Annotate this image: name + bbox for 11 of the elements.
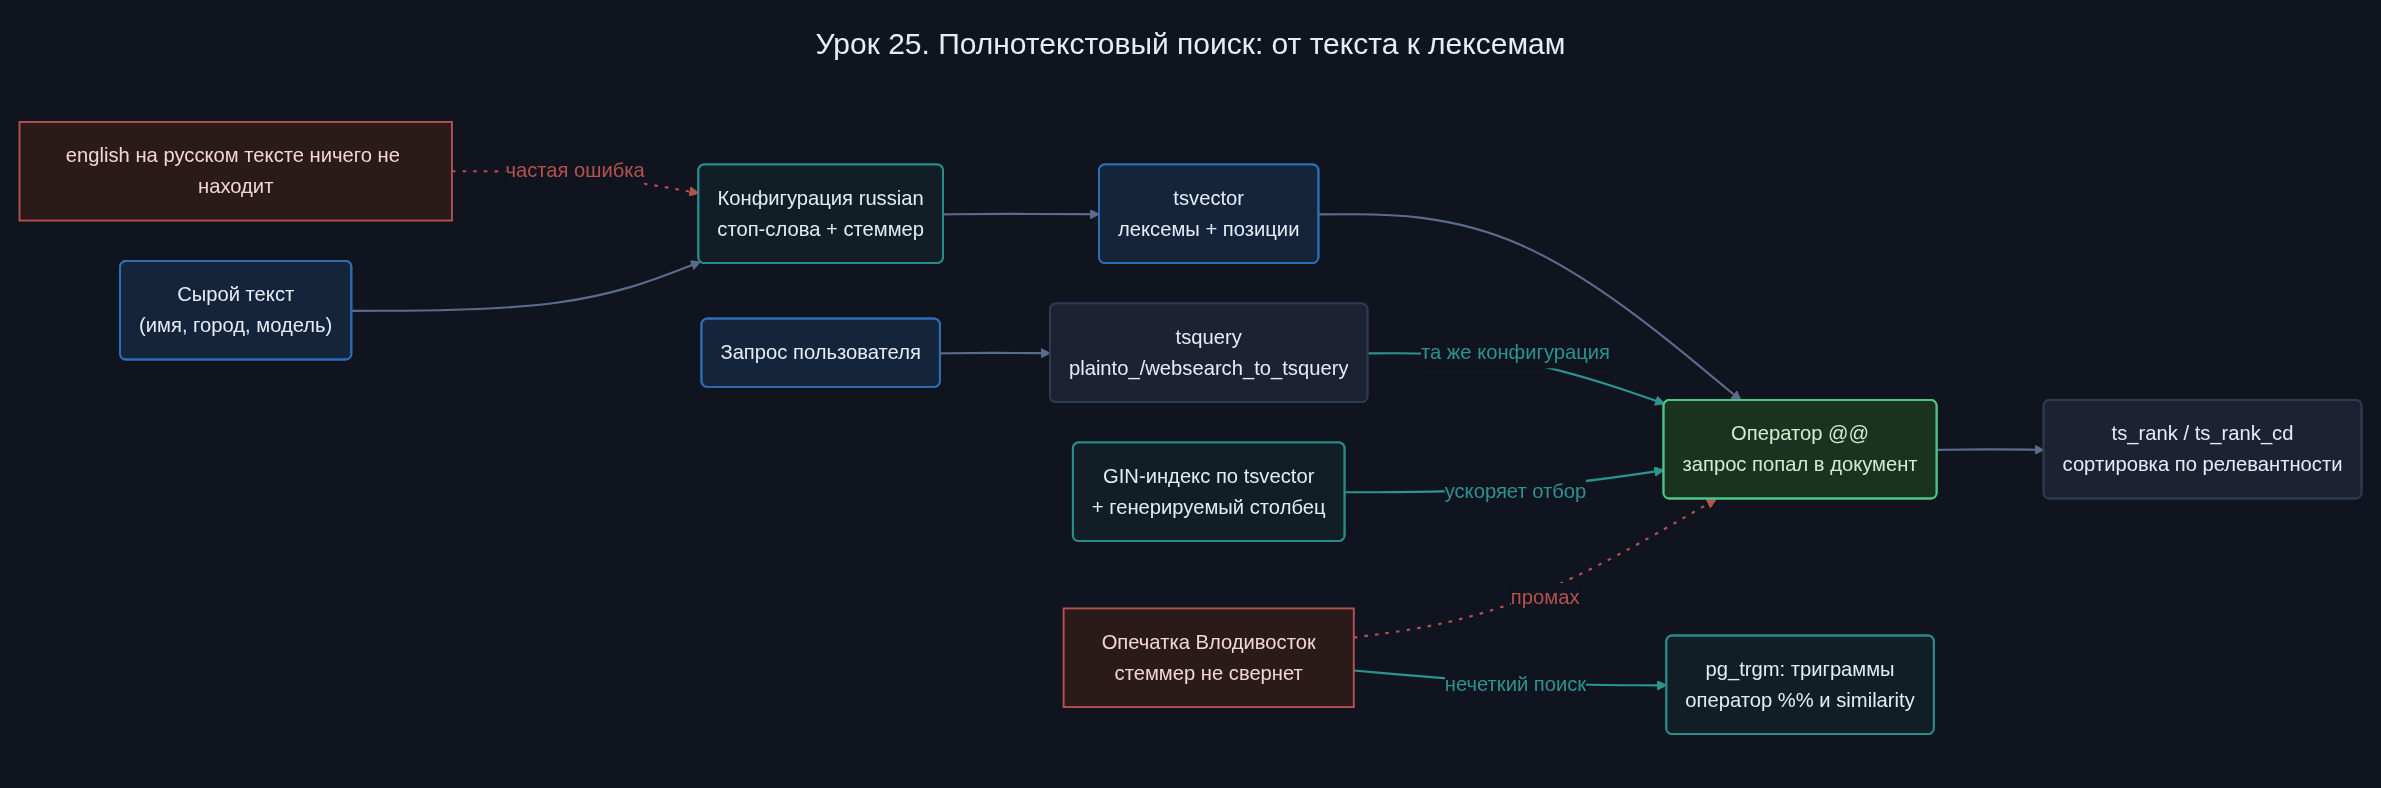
edge-label: частая ошибка (505, 159, 645, 183)
edge-label: ускоряет отбор (1444, 480, 1587, 503)
node-box: english на русском тексте ничего не находит (18, 121, 453, 222)
arrow (1319, 213, 1742, 401)
edge-label: промах (1510, 586, 1580, 610)
arrow (351, 260, 701, 312)
diagram-title: Урок 25. Полнотекстовый поиск: от текста к лексемам (815, 26, 1566, 62)
edge-label: та же конфигурация (1420, 341, 1611, 364)
arrow (1353, 498, 1717, 639)
edge-label: нечеткий поиск (1444, 673, 1587, 696)
node-box: Опечатка Влодивосток стеммер не свернет (1062, 607, 1355, 708)
